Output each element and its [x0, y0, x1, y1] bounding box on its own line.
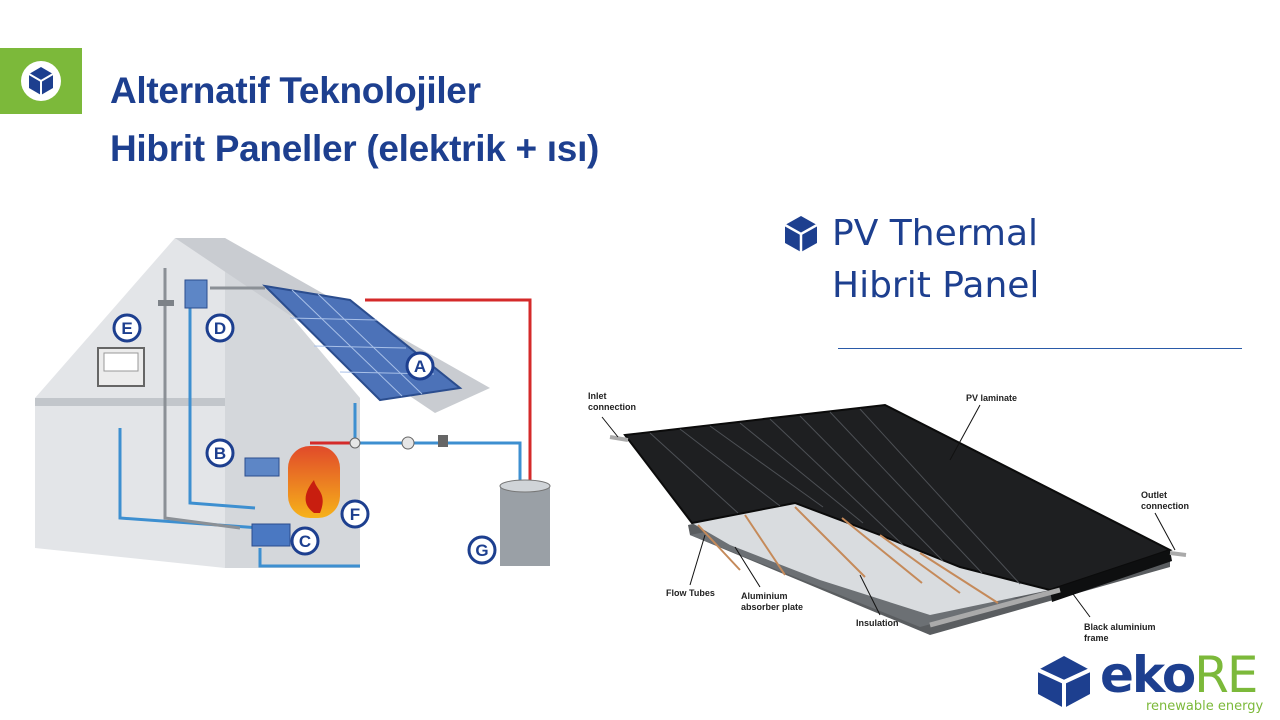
callout-outlet: Outlet connection	[1141, 490, 1190, 511]
flow-tubes	[697, 506, 999, 604]
bullet-item: PV Thermal Hibrit Panel	[782, 208, 1039, 312]
pvt-panel-diagram	[601, 403, 1187, 635]
label-d: D	[205, 313, 235, 343]
ekore-logo: ekoRE renewable energy	[1100, 650, 1263, 714]
svg-text:C: C	[299, 532, 311, 551]
logo-wordmark: ekoRE	[1100, 650, 1263, 700]
cold-pipe	[353, 403, 522, 486]
valve-3	[438, 435, 448, 447]
label-b: B	[205, 438, 235, 468]
aluminium-frame	[1050, 550, 1172, 602]
callout-inlet: Inlet connection	[588, 391, 637, 412]
bullet-divider	[838, 348, 1242, 349]
house-floor	[35, 398, 225, 406]
flame-icon	[305, 480, 323, 513]
svg-text:G: G	[475, 541, 488, 560]
valve-2	[401, 436, 415, 450]
callout-frame: Black aluminium frame	[1084, 622, 1156, 643]
outlet-tube	[1169, 551, 1187, 557]
label-c: C	[290, 526, 320, 556]
hexagon-bullet-icon	[784, 216, 818, 252]
bullet-line-2: Hibrit Panel	[832, 265, 1040, 306]
manifold-tube	[929, 587, 1061, 628]
inlet-tube	[609, 435, 629, 442]
corner-tab	[0, 48, 82, 114]
svg-text:B: B	[214, 444, 226, 463]
svg-text:D: D	[214, 319, 226, 338]
house-system-diagram: A B C D E F G	[35, 238, 551, 568]
callout-pv-laminate: PV laminate	[966, 393, 1018, 403]
logo-tagline: renewable energy	[1146, 699, 1264, 714]
callout-absorber: Aluminium absorber plate	[741, 591, 804, 612]
cold-pipe-ground	[258, 548, 360, 568]
hexagon-cube-icon	[21, 61, 61, 101]
charge-controller	[244, 457, 280, 477]
label-a: A	[405, 351, 435, 381]
storage-tank	[500, 486, 550, 566]
callout-flow-tubes: Flow Tubes	[666, 588, 715, 598]
hot-pipe	[365, 298, 532, 486]
battery	[251, 523, 291, 547]
ekore-logo-icon	[1037, 656, 1091, 708]
callout-insulation: Insulation	[856, 618, 899, 628]
logo-eko: eko	[1100, 646, 1196, 704]
title-line-1: Alternatif Teknolojiler	[110, 70, 481, 111]
sensor	[158, 300, 174, 306]
slide-title: Alternatif Teknolojiler Hibrit Paneller …	[110, 62, 599, 178]
cable-mast	[163, 268, 241, 530]
label-g: G	[467, 535, 497, 565]
label-e: E	[112, 313, 142, 343]
bullet-line-1: PV Thermal	[832, 213, 1039, 254]
cold-pipe-d	[188, 288, 256, 510]
logo-re: RE	[1194, 646, 1258, 704]
absorber-plate	[692, 503, 1050, 615]
title-line-2: Hibrit Paneller (elektrik + ısı)	[110, 128, 600, 169]
valve-1	[349, 437, 361, 449]
svg-text:A: A	[414, 357, 426, 376]
svg-text:F: F	[350, 505, 360, 524]
label-f: F	[340, 499, 370, 529]
svg-text:E: E	[121, 319, 132, 338]
junction-box	[184, 279, 208, 309]
pv-laminate	[623, 403, 1173, 592]
